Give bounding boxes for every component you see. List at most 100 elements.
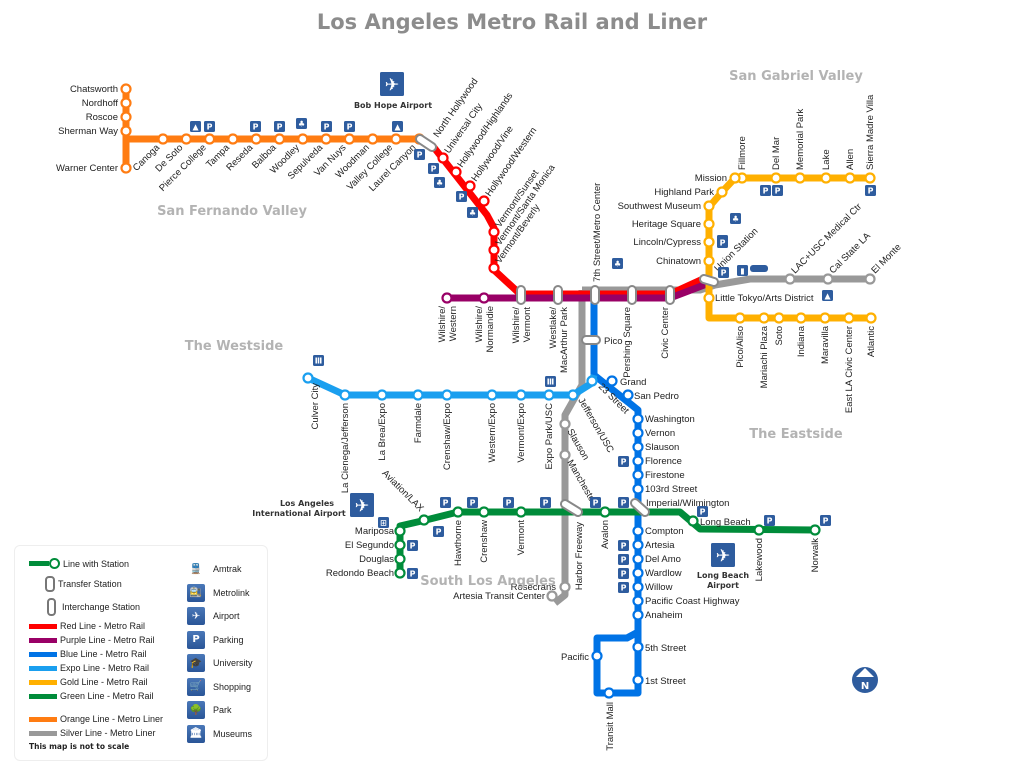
station-lakewood[interactable]	[753, 524, 765, 536]
station-washington[interactable]	[632, 413, 644, 425]
station-little-tokyo-arts-district[interactable]	[703, 292, 715, 304]
station-norwalk[interactable]	[809, 524, 821, 536]
station-balboa[interactable]	[273, 133, 286, 145]
station-universal-city[interactable]	[437, 152, 449, 164]
station-heritage-square[interactable]	[703, 218, 715, 230]
station-highland-park[interactable]	[716, 186, 728, 198]
station-slauson[interactable]	[632, 441, 644, 453]
station-san-pedro[interactable]	[622, 389, 634, 401]
station-long-beach[interactable]	[687, 515, 699, 527]
station-manchester[interactable]	[559, 449, 571, 461]
station-lake[interactable]	[820, 172, 832, 184]
station-redondo-beach[interactable]	[394, 567, 406, 579]
station-soto[interactable]	[773, 312, 785, 324]
station-vermont-beverly[interactable]	[488, 262, 500, 274]
station-artesia[interactable]	[632, 539, 644, 551]
interchange-civic-center[interactable]	[665, 285, 675, 305]
station-rosecrans[interactable]	[559, 581, 571, 593]
station-warner-center[interactable]	[120, 162, 132, 174]
station-compton[interactable]	[632, 525, 644, 537]
transfer-north-hollywood[interactable]	[415, 134, 437, 152]
station-east-la-civic-center[interactable]	[843, 312, 855, 324]
transfer-harbor-freeway[interactable]	[560, 499, 583, 517]
station-firestone[interactable]	[632, 469, 644, 481]
station-hawthorne[interactable]	[452, 506, 464, 518]
station-vermont-santa-monica[interactable]	[488, 244, 500, 256]
interchange-pico[interactable]	[581, 335, 601, 345]
station-1st-street[interactable]	[632, 674, 644, 686]
station-chinatown[interactable]	[703, 255, 715, 267]
station-wilshire-normandie[interactable]	[478, 292, 490, 304]
interchange-7th-street-metro-center[interactable]	[590, 285, 600, 305]
transfer-union-station[interactable]	[699, 274, 719, 287]
station-southwest-museum[interactable]	[703, 200, 715, 212]
station-memorial-park[interactable]	[794, 172, 806, 184]
station-5th-street[interactable]	[632, 641, 644, 653]
station-woodman[interactable]	[367, 133, 379, 145]
station-expo-park-usc[interactable]	[543, 389, 555, 401]
station-nordhoff[interactable]	[120, 97, 132, 109]
station-el-segundo[interactable]	[394, 539, 406, 551]
station-valley-college[interactable]	[390, 133, 402, 145]
station-103rd-street[interactable]	[632, 483, 644, 495]
station-aviation-lax[interactable]	[418, 514, 430, 526]
station-sherman-way[interactable]	[120, 125, 132, 137]
station-wardlow[interactable]	[632, 567, 644, 579]
transfer-imperial-wilmington[interactable]	[630, 498, 650, 517]
station-mariachi-plaza[interactable]	[758, 312, 770, 324]
station-la-cienega-jefferson[interactable]	[339, 389, 351, 401]
station-canoga[interactable]	[157, 133, 169, 145]
station-hollywood-highlands[interactable]	[450, 166, 462, 178]
station-hollywood-vine[interactable]	[464, 180, 476, 192]
station-mission[interactable]	[729, 172, 741, 184]
station-douglas[interactable]	[394, 553, 406, 565]
station-del-amo[interactable]	[632, 553, 644, 565]
station-vermont-expo[interactable]	[515, 389, 527, 401]
station-pierce-college[interactable]	[204, 133, 216, 145]
station-sepulveda[interactable]	[320, 133, 332, 145]
station-western-expo[interactable]	[486, 389, 498, 401]
station-de-soto[interactable]	[180, 133, 192, 145]
station-vermont[interactable]	[515, 506, 527, 518]
station-sierra-madre-villa[interactable]	[864, 172, 876, 184]
station-avalon[interactable]	[599, 506, 611, 518]
station-hollywood-western[interactable]	[478, 195, 490, 207]
station-florence[interactable]	[632, 455, 644, 467]
station-del-mar[interactable]	[770, 172, 782, 184]
station-cal-state-la[interactable]	[822, 273, 834, 285]
station-reseda[interactable]	[250, 133, 262, 145]
station-artesia-transit-center[interactable]	[546, 590, 558, 602]
interchange-westlake-macarthur-park[interactable]	[553, 285, 563, 305]
station-vernon[interactable]	[632, 427, 644, 439]
interchange-wilshire-vermont[interactable]	[516, 285, 526, 305]
station-atlantic[interactable]	[865, 312, 877, 324]
station-willow[interactable]	[632, 581, 644, 593]
station-el-monte[interactable]	[864, 273, 876, 285]
station-crenshaw[interactable]	[478, 506, 490, 518]
station-chatsworth[interactable]	[120, 83, 132, 95]
station-allen[interactable]	[844, 172, 856, 184]
interchange-pershing-square[interactable]	[627, 285, 637, 305]
station-woodley[interactable]	[297, 133, 309, 145]
station-crenshaw-expo[interactable]	[441, 389, 453, 401]
station-van-nuys[interactable]	[343, 133, 355, 145]
station-maravilla[interactable]	[819, 312, 831, 324]
station-farmdale[interactable]	[412, 389, 424, 401]
station-indiana[interactable]	[795, 312, 807, 324]
station-pacific-coast-highway[interactable]	[632, 595, 644, 607]
station-mariposa[interactable]	[394, 525, 406, 537]
station-lac-usc-medical-ctr[interactable]	[784, 273, 796, 285]
station-pacific[interactable]	[591, 650, 603, 662]
station-slauson[interactable]	[559, 418, 571, 430]
station-tampa[interactable]	[227, 133, 239, 145]
station-jefferson-usc[interactable]	[567, 389, 579, 401]
station-culver-city[interactable]	[302, 372, 314, 384]
station-la-brea-expo[interactable]	[376, 389, 388, 401]
station-anaheim[interactable]	[632, 609, 644, 621]
station-roscoe[interactable]	[120, 111, 132, 123]
station-wilshire-western[interactable]	[441, 292, 453, 304]
station-transit-mall[interactable]	[603, 687, 615, 699]
station-grand[interactable]	[606, 375, 618, 387]
station-23-street[interactable]	[586, 375, 598, 387]
